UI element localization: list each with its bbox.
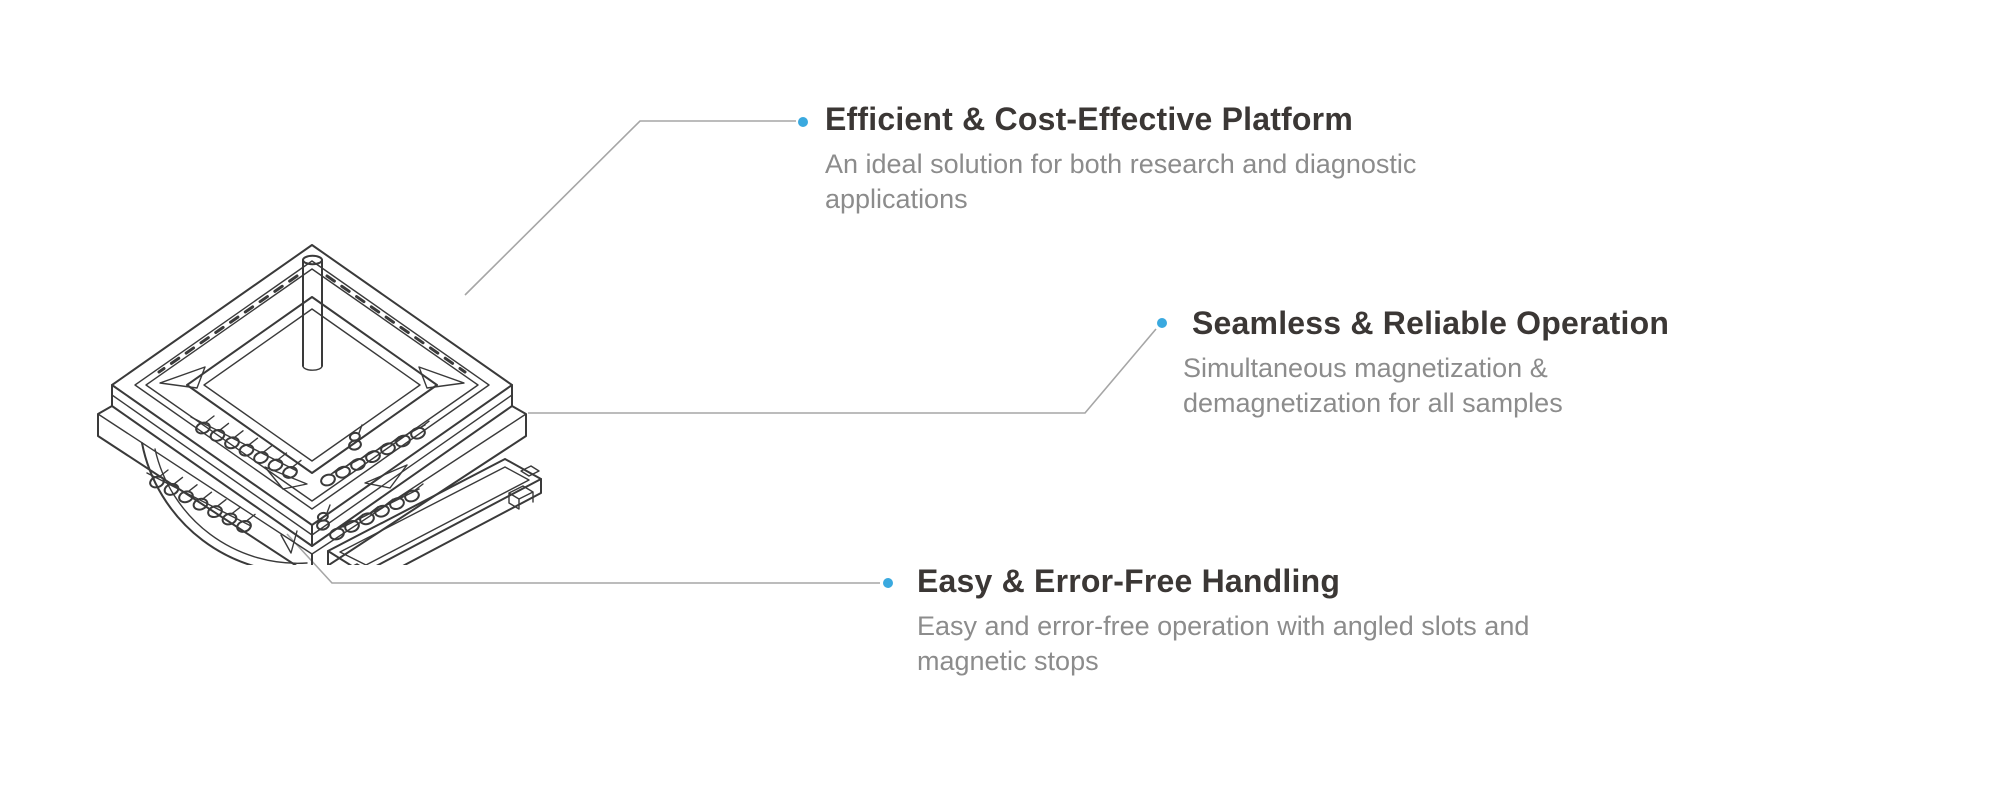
device-top-tray bbox=[111, 244, 513, 547]
description-line: demagnetization for all samples bbox=[1183, 388, 1563, 418]
callout-description: Easy and error-free operation with angle… bbox=[917, 609, 1529, 679]
device-base-disc bbox=[141, 442, 308, 565]
leader-line bbox=[528, 328, 1157, 414]
callout-efficient-platform: Efficient & Cost-Effective Platform An i… bbox=[825, 100, 1416, 217]
device-spring-clips bbox=[146, 415, 430, 543]
device-illustration bbox=[97, 244, 542, 565]
device-middle-band bbox=[97, 405, 527, 565]
callout-title: Seamless & Reliable Operation bbox=[1192, 305, 1670, 341]
device-slide-tray bbox=[280, 458, 542, 565]
callout-title: Easy & Error-Free Handling bbox=[917, 563, 1341, 599]
callout-title: Efficient & Cost-Effective Platform bbox=[825, 101, 1353, 137]
callout-easy-handling: Easy & Error-Free Handling Easy and erro… bbox=[917, 562, 1529, 679]
description-line: An ideal solution for both research and … bbox=[825, 149, 1417, 179]
callout-seamless-operation: Seamless & Reliable Operation Simultaneo… bbox=[1183, 304, 1669, 421]
device-handle-post bbox=[302, 254, 323, 371]
dot-icon bbox=[1157, 318, 1167, 328]
description-line: applications bbox=[825, 184, 968, 214]
callout-description: An ideal solution for both research and … bbox=[825, 147, 1416, 217]
callout-description: Simultaneous magnetization & demagnetiza… bbox=[1183, 351, 1669, 421]
description-line: magnetic stops bbox=[917, 646, 1099, 676]
description-line: Easy and error-free operation with angle… bbox=[917, 611, 1530, 641]
description-line: Simultaneous magnetization & bbox=[1183, 353, 1548, 383]
dot-icon bbox=[798, 117, 808, 127]
dot-icon bbox=[883, 578, 893, 588]
